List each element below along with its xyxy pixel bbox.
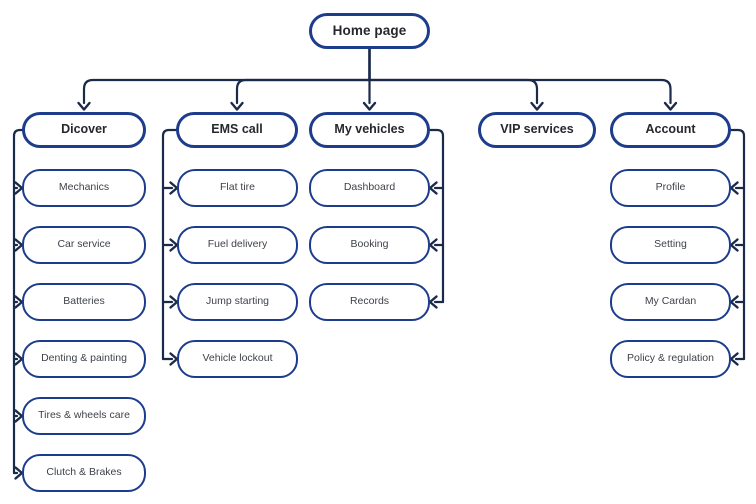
- node-label: EMS call: [211, 122, 263, 137]
- node-jump-starting[interactable]: Jump starting: [177, 283, 298, 321]
- node-label: Clutch & Brakes: [46, 466, 122, 479]
- node-ems-call[interactable]: EMS call: [176, 112, 298, 148]
- node-label: Flat tire: [219, 181, 255, 194]
- node-label: Fuel delivery: [207, 238, 268, 251]
- left-arrowhead-icon: [428, 238, 438, 252]
- node-label: Setting: [654, 238, 687, 251]
- down-arrowhead-icon: [77, 101, 91, 111]
- connector-path: [161, 128, 178, 361]
- left-arrowhead-icon: [428, 295, 438, 309]
- node-label: Mechanics: [58, 181, 110, 194]
- node-label: Dashboard: [343, 181, 396, 194]
- node-batteries[interactable]: Batteries: [22, 283, 146, 321]
- node-vip-services[interactable]: VIP services: [478, 112, 596, 148]
- node-records[interactable]: Records: [309, 283, 430, 321]
- node-dashboard[interactable]: Dashboard: [309, 169, 430, 207]
- node-flat-tire[interactable]: Flat tire: [177, 169, 298, 207]
- connector-path: [428, 128, 445, 304]
- node-label: Batteries: [63, 295, 105, 308]
- node-label: VIP services: [500, 122, 574, 137]
- left-arrowhead-icon: [729, 181, 739, 195]
- down-arrowhead-icon: [362, 101, 377, 111]
- node-label: Policy & regulation: [627, 352, 714, 365]
- connector-path: [729, 128, 746, 361]
- node-clutch-brakes[interactable]: Clutch & Brakes: [22, 454, 146, 492]
- node-booking[interactable]: Booking: [309, 226, 430, 264]
- node-denting-painting[interactable]: Denting & painting: [22, 340, 146, 378]
- node-label: Tires & wheels care: [38, 409, 130, 422]
- node-tires-wheels-care[interactable]: Tires & wheels care: [22, 397, 146, 435]
- node-label: Home page: [332, 22, 407, 38]
- down-arrowhead-icon: [230, 101, 244, 111]
- node-label: My vehicles: [334, 122, 405, 137]
- left-arrowhead-icon: [428, 181, 438, 195]
- node-car-service[interactable]: Car service: [22, 226, 146, 264]
- node-label: My Cardan: [644, 295, 697, 308]
- node-label: Vehicle lockout: [202, 352, 273, 365]
- node-my-vehicles[interactable]: My vehicles: [309, 112, 430, 148]
- left-arrowhead-icon: [729, 352, 739, 366]
- node-label: Records: [349, 295, 390, 308]
- node-profile[interactable]: Profile: [610, 169, 731, 207]
- node-label: Denting & painting: [41, 352, 127, 365]
- node-label: Dicover: [61, 122, 107, 137]
- connector-path: [368, 47, 539, 105]
- node-label: Car service: [57, 238, 111, 251]
- left-arrowhead-icon: [729, 295, 739, 309]
- down-arrowhead-icon: [663, 101, 678, 111]
- down-arrowhead-icon: [530, 101, 544, 111]
- left-arrowhead-icon: [729, 238, 739, 252]
- node-home-page[interactable]: Home page: [309, 13, 430, 49]
- node-fuel-delivery[interactable]: Fuel delivery: [177, 226, 298, 264]
- node-label: Jump starting: [205, 295, 270, 308]
- node-label: Profile: [655, 181, 686, 194]
- node-policy-regulation[interactable]: Policy & regulation: [610, 340, 731, 378]
- connector-path: [12, 128, 24, 475]
- node-setting[interactable]: Setting: [610, 226, 731, 264]
- node-vehicle-lockout[interactable]: Vehicle lockout: [177, 340, 298, 378]
- node-dicover[interactable]: Dicover: [22, 112, 146, 148]
- connector-path: [235, 47, 371, 105]
- node-mechanics[interactable]: Mechanics: [22, 169, 146, 207]
- node-label: Booking: [350, 238, 389, 251]
- node-label: Account: [645, 122, 696, 137]
- node-my-cardan[interactable]: My Cardan: [610, 283, 731, 321]
- node-account[interactable]: Account: [610, 112, 731, 148]
- connector-path: [82, 47, 371, 105]
- connector-path: [368, 47, 672, 105]
